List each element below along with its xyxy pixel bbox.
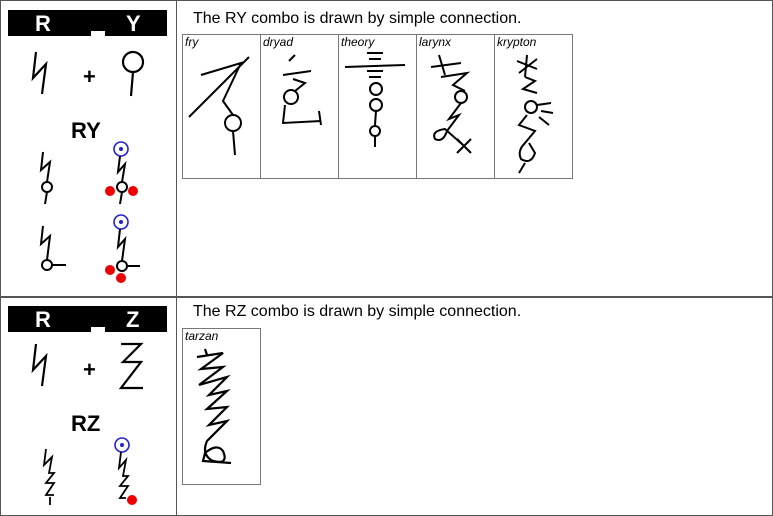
word-example-fry: fry <box>182 34 261 179</box>
word-example-krypton: krypton <box>494 34 573 179</box>
shorthand-krypton <box>516 54 554 174</box>
rz-joined-glyph <box>42 448 56 505</box>
shorthand-fry <box>188 56 250 156</box>
ry-combo-label: RY <box>71 118 101 143</box>
word-label: dryad <box>263 35 294 49</box>
z-glyph <box>118 342 144 390</box>
ry-description: The RY combo is drawn by simple connecti… <box>193 10 522 27</box>
header-connector <box>91 31 105 36</box>
rz-letter-r: R <box>35 307 51 332</box>
rz-marked-glyph <box>114 437 137 505</box>
word-label: krypton <box>497 35 537 49</box>
r-glyph <box>31 51 48 95</box>
shorthand-dryad <box>281 54 322 126</box>
word-example-tarzan: tarzan <box>182 328 261 485</box>
column-divider <box>176 0 177 516</box>
rz-plus-sign: + <box>83 357 96 382</box>
word-example-larynx: larynx <box>416 34 495 179</box>
r-glyph <box>31 343 48 387</box>
word-label: tarzan <box>185 329 219 343</box>
y-glyph <box>121 50 145 97</box>
word-label: fry <box>185 35 199 49</box>
rz-header-bar: R Z <box>8 306 167 332</box>
shorthand-tarzan <box>196 348 232 465</box>
header-connector <box>91 327 105 332</box>
ry-marked-glyph-2 <box>105 214 140 283</box>
ry-plus-sign: + <box>83 64 96 89</box>
ry-header-bar: R Y <box>8 10 167 36</box>
ry-letter-y: Y <box>126 11 141 36</box>
word-example-theory: theory <box>338 34 417 179</box>
ry-joined-glyph-1 <box>39 151 53 205</box>
rz-letter-z: Z <box>126 307 140 332</box>
shorthand-larynx <box>430 54 472 154</box>
row-divider <box>0 296 773 298</box>
ry-marked-glyph-1 <box>105 141 138 205</box>
ry-joined-glyph-2 <box>39 225 66 271</box>
word-label: larynx <box>419 35 452 49</box>
ry-letter-r: R <box>35 11 51 36</box>
rz-combo-label: RZ <box>71 411 101 436</box>
word-label: theory <box>341 35 375 49</box>
rz-description: The RZ combo is drawn by simple connecti… <box>193 303 522 320</box>
shorthand-theory <box>344 52 406 147</box>
word-example-dryad: dryad <box>260 34 339 179</box>
